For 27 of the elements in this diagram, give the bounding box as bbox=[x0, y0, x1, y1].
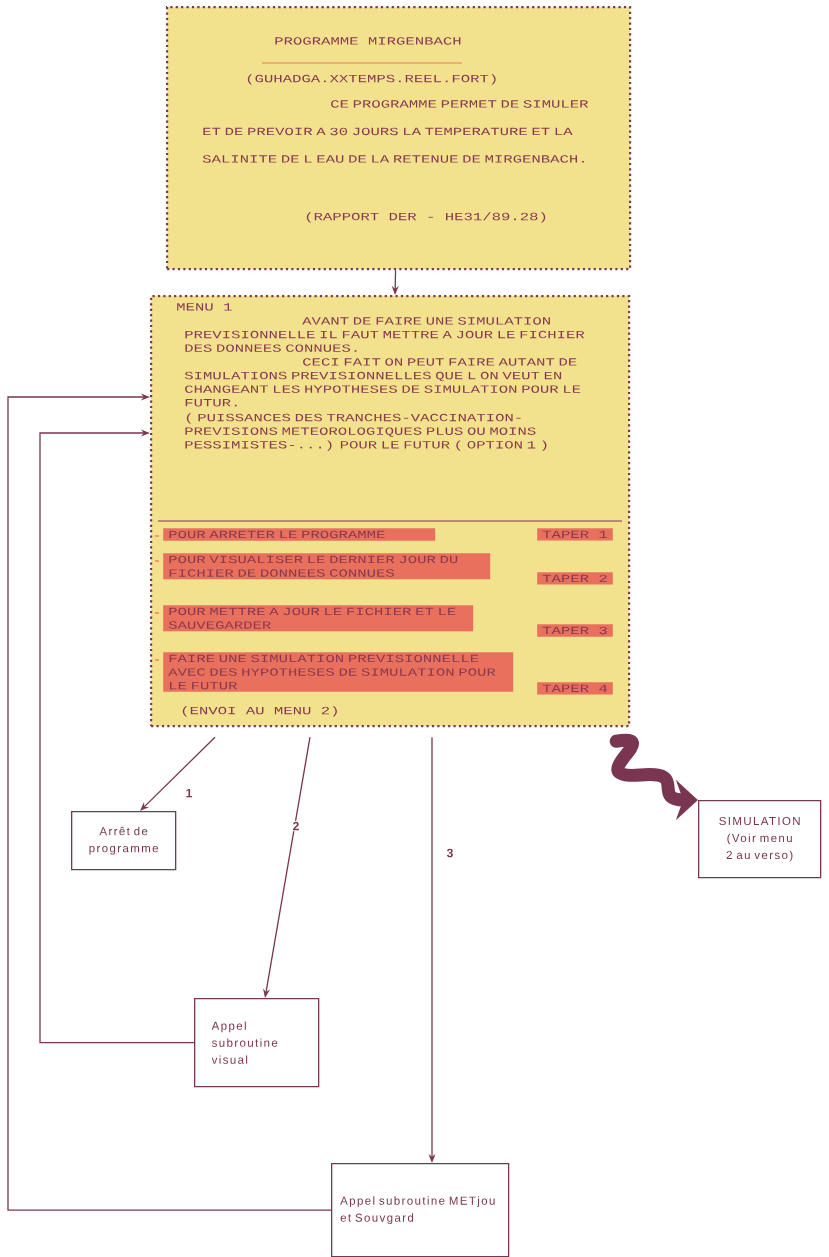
key-label: TAPER 4 bbox=[537, 682, 613, 695]
screen-text: (GUHADGA.XXTEMPS.REEL.FORT) bbox=[247, 74, 496, 85]
screen-text: (RAPPORT DER - HE31/89.28) bbox=[306, 212, 546, 223]
option-bar: POUR ARRETER LE PROGRAMME bbox=[163, 528, 436, 541]
key-label: TAPER 2 bbox=[537, 572, 613, 585]
key-label: TAPER 1 bbox=[537, 528, 613, 541]
edge-label: 3 bbox=[446, 848, 453, 858]
process-box: Appel subroutine METjou et Souvgard bbox=[331, 1163, 510, 1257]
screen-text: AVANT DE FAIRE UNE SIMULATION PREVISIONNELLE IL FAUT METTRE A JOUR LE FICHIER DES DONNEES CONNUES. bbox=[185, 317, 585, 352]
edge-label: 1 bbox=[186, 788, 192, 798]
screen-text: ( PUISSANCES DES TRANCHES-VACCINATION-PREVISIONS METEOROLOGIQUES PLUS OU MOINS PESSIMISTES-...) POUR LE FUTUR ( OPTION 1 ) bbox=[185, 413, 547, 451]
process-box: Appel subroutine visual bbox=[194, 998, 320, 1088]
process-box: Arrêt de programme bbox=[71, 811, 177, 871]
option-bar: POUR METTRE A JOUR LE FICHIER ET LE SAUVEGARDER bbox=[163, 605, 474, 632]
arrow bbox=[140, 736, 216, 811]
screen-text: PROGRAMME MIRGENBACH bbox=[275, 37, 461, 45]
edge-label: 2 bbox=[293, 821, 299, 831]
option-bar: FAIRE UNE SIMULATION PREVISIONNELLE AVEC DES HYPOTHESES DE SIMULATION POUR LE FUTUR bbox=[163, 652, 514, 692]
return-arrow bbox=[39, 429, 195, 1044]
return-arrow bbox=[7, 393, 332, 1211]
key-label: TAPER 3 bbox=[537, 624, 613, 637]
screen-text: (ENVOI AU MENU 2) bbox=[182, 706, 337, 717]
screen-text: CECI FAIT ON PEUT FAIRE AUTANT DE SIMULATIONS PREVISIONNELLES QUE L ON VEUT EN CHANGEANT LES HYPOTHESES DE SIMULATION POUR LE FUTUR. bbox=[184, 358, 581, 407]
process-box: SIMULATION (Voir menu 2 au verso) bbox=[698, 800, 822, 879]
screen-text: MENU 1 bbox=[177, 303, 232, 311]
option-bar: POUR VISUALISER LE DERNIER JOUR DU FICHIER DE DONNEES CONNUES bbox=[163, 553, 491, 580]
screen-text: CE PROGRAMME PERMET DE SIMULER ET DE PREVOIR A 30 JOURS LA TEMPERATURE ET LA SALINITE DE L EAU DE LA RETENUE DE MIRGENBACH. bbox=[202, 100, 589, 163]
